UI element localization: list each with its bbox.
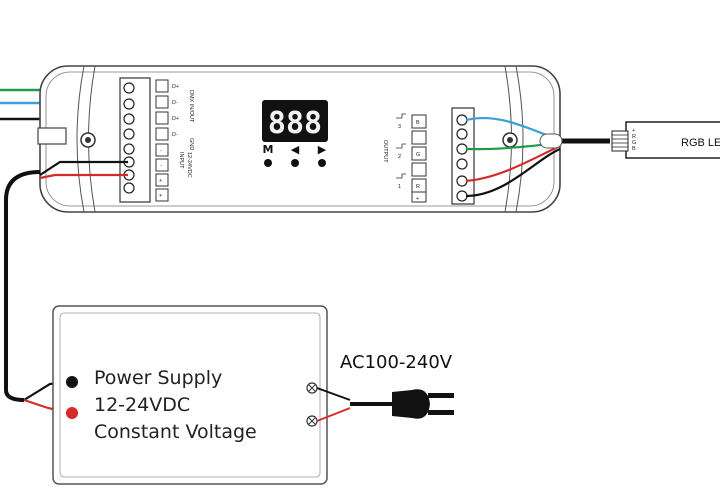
- dmx-terminal-2: D+: [172, 116, 179, 122]
- led-strip-label: RGB LED: [681, 137, 720, 149]
- led-strip: + R G B RGB LED: [611, 121, 720, 159]
- led-pin-r: R: [632, 134, 636, 140]
- button-m-label: M: [263, 143, 274, 156]
- dmx-terminal-3: D-: [172, 132, 178, 138]
- psu-line-1: Power Supply: [94, 367, 222, 389]
- right-terminal-block: [451, 107, 475, 205]
- dmx-label: DMX IN/OUT: [188, 90, 194, 123]
- output-label-column: OUTPUT 3 2 1 B G R +: [382, 113, 427, 203]
- output-channel-1: 1: [398, 184, 401, 190]
- power-terminal-3: +: [159, 193, 162, 199]
- power-terminal-1: -: [160, 163, 162, 169]
- left-terminal-block: [119, 77, 151, 203]
- gnd-label: GND: [188, 138, 194, 150]
- out-terminal-r: R: [416, 184, 420, 190]
- psu-line-2: 12-24VDC: [94, 394, 190, 416]
- input-label: INPUT: [178, 152, 184, 169]
- button-right-label: ▶: [318, 143, 327, 156]
- output-label: OUTPUT: [382, 140, 388, 163]
- led-pin-g: G: [632, 140, 636, 146]
- psu-negative-terminal: [66, 376, 78, 388]
- dmx-terminal-1: D-: [172, 100, 178, 106]
- prev-button[interactable]: [291, 159, 299, 167]
- dmx-label-column: D+ D- D+ D- DMX IN/OUT GND - - + + INPUT…: [155, 79, 194, 202]
- dmx-terminal-0: D+: [172, 84, 179, 90]
- power-terminal-2: +: [159, 178, 162, 184]
- output-channel-3: 3: [398, 124, 401, 130]
- out-terminal-b: B: [416, 120, 420, 126]
- out-terminal-plus: +: [416, 196, 419, 202]
- psu-positive-terminal: [66, 407, 78, 419]
- led-pin-b: B: [632, 146, 636, 152]
- power-supply-box: Power Supply 12-24VDC Constant Voltage: [52, 305, 328, 485]
- next-button[interactable]: [318, 159, 326, 167]
- control-buttons: M ◀ ▶: [263, 143, 327, 167]
- power-terminal-0: -: [160, 148, 162, 154]
- output-channel-2: 2: [398, 154, 401, 160]
- button-left-label: ◀: [291, 143, 300, 156]
- led-pin-plus: +: [632, 128, 635, 134]
- mode-button[interactable]: [264, 159, 272, 167]
- led-display: 888: [262, 100, 328, 142]
- plug-icon: [392, 389, 430, 419]
- ac-input-label: AC100-240V: [340, 352, 453, 373]
- output-wires: [465, 116, 610, 198]
- out-terminal-g: G: [416, 152, 420, 158]
- input-voltage-label: 12-24VDC: [186, 152, 192, 178]
- display-value: 888: [268, 106, 322, 141]
- psu-line-3: Constant Voltage: [94, 421, 257, 443]
- ac-plug: AC100-240V: [316, 352, 454, 422]
